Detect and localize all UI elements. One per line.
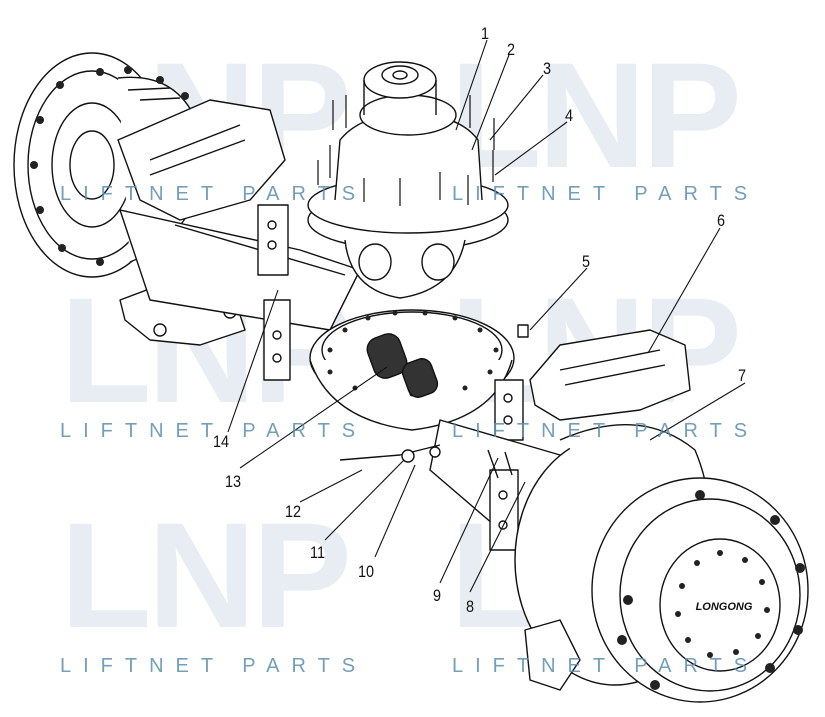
- watermark-text-mid-right: LIFTNET PARTS: [452, 420, 760, 442]
- watermark-text-bottom-left: LIFTNET PARTS: [60, 655, 368, 677]
- callout-9: 9: [433, 586, 442, 605]
- callout-14: 14: [213, 432, 230, 451]
- callout-2: 2: [507, 40, 516, 59]
- callout-12: 12: [285, 502, 302, 521]
- watermark-logo-bottom-left: LNP: [60, 491, 352, 659]
- housing-ring-holes: [327, 310, 499, 397]
- grease-fitting: [339, 444, 441, 463]
- right-wheel-hub: [524, 477, 809, 703]
- watermark-text-top-left: LIFTNET PARTS: [60, 183, 368, 205]
- differential-carrier: [307, 61, 509, 299]
- seal-cylinders: [366, 333, 439, 398]
- callout-5: 5: [582, 252, 591, 271]
- right-brake-caliper: [494, 329, 691, 441]
- left-hub-bolts: [30, 66, 189, 266]
- callout-8: 8: [466, 597, 475, 616]
- watermark-text-mid-left: LIFTNET PARTS: [60, 420, 368, 442]
- callout-10: 10: [358, 562, 375, 581]
- hub-brand-text: LONGONG: [696, 601, 753, 613]
- callout-4: 4: [565, 106, 574, 125]
- callout-3: 3: [543, 59, 552, 78]
- callout-7: 7: [738, 366, 747, 385]
- right-hub-bolts: [617, 490, 805, 690]
- callout-11: 11: [310, 543, 326, 562]
- callout-6: 6: [717, 211, 726, 230]
- carrier-bolts: [317, 95, 495, 206]
- left-axle-housing: [119, 204, 361, 381]
- watermark-text-top-right: LIFTNET PARTS: [452, 183, 760, 205]
- watermark-logo-top-right: LNP: [450, 31, 742, 199]
- callout-13: 13: [225, 472, 242, 491]
- leader-lines: [227, 39, 746, 593]
- callout-1: 1: [481, 24, 490, 43]
- watermark-text-bottom-right: LIFTNET PARTS: [452, 655, 760, 677]
- plug-5: [517, 324, 529, 338]
